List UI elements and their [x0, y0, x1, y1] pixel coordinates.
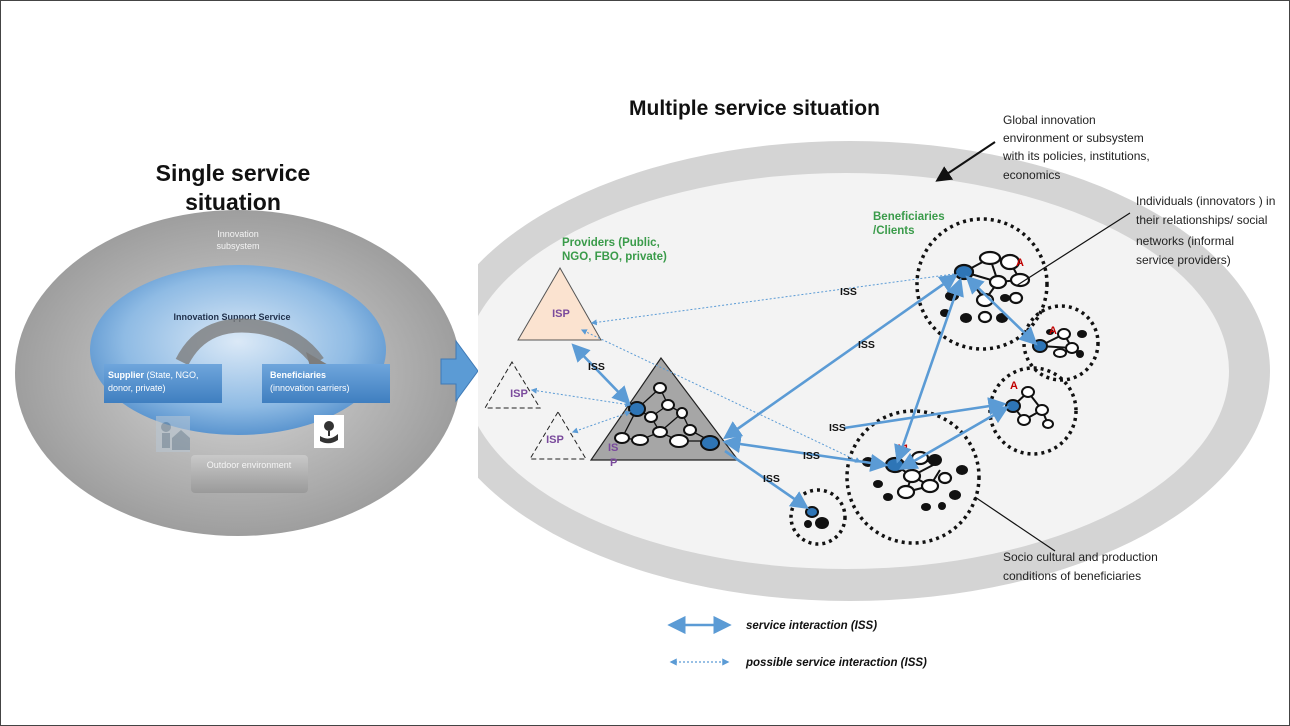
annotation-global: Global innovation environment or subsyst… — [935, 113, 1150, 182]
subsystem-label-line1: Innovation — [217, 229, 259, 239]
legend: service interaction (ISS) possible servi… — [667, 615, 927, 669]
beneficiaries-clients-line1: Beneficiaries — [873, 211, 945, 223]
annotation-individuals-line3: networks (informal — [1136, 234, 1234, 248]
outdoor-environment-label: Outdoor environment — [207, 460, 292, 470]
providers-label-line1: Providers (Public, — [562, 237, 660, 249]
isp-label-dashed-2: ISP — [546, 434, 564, 446]
annotation-individuals-line1: Individuals (innovators ) in — [1136, 194, 1275, 208]
isp-split-label-1: IS — [608, 442, 618, 454]
supplier-text-line2: donor, private) — [108, 383, 166, 393]
beneficiary-cluster-small-right — [1022, 304, 1100, 382]
isp-label-main: ISP — [552, 308, 570, 320]
single-service-panel: Single service situation Innovation subs… — [15, 160, 461, 536]
beneficiaries-box — [262, 364, 390, 403]
annotation-individuals-pointer — [1015, 212, 1131, 287]
isp-label-dashed-1: ISP — [510, 388, 528, 400]
iss-label-top: ISS — [840, 286, 857, 298]
cluster-top-a-label: A — [1016, 257, 1024, 269]
iss-label-bottom: ISS — [763, 473, 780, 485]
subsystem-label-line2: subsystem — [216, 241, 259, 251]
isp-provider-triangle-dashed-2 — [529, 411, 587, 460]
annotation-sociocultural-line1: Socio cultural and production — [1003, 550, 1158, 564]
service-interaction-arrows — [571, 273, 1038, 510]
iss-label-diagonal: ISS — [858, 339, 875, 351]
beneficiary-cluster-small-bottom — [789, 488, 847, 546]
isp-provider-triangle-dashed-1 — [484, 361, 541, 409]
annotation-global-line4: economics — [1003, 168, 1060, 182]
annotation-global-pointer — [935, 141, 996, 182]
support-service-label: Innovation Support Service — [173, 312, 290, 322]
iss-label-center: ISS — [803, 450, 820, 462]
outdoor-environment-box — [191, 455, 308, 493]
single-title-line1: Single service — [156, 160, 311, 186]
annotation-individuals-line2: their relationships/ social — [1136, 213, 1267, 227]
supplier-box — [104, 364, 222, 403]
isp-network-node-blue-1 — [628, 401, 646, 417]
isp-split-label-2: P — [610, 457, 617, 469]
annotation-sociocultural-pointer — [974, 496, 1056, 552]
iss-label-middle: ISS — [829, 422, 846, 434]
multiple-service-panel: Multiple service situation Providers (Pu… — [478, 97, 1270, 601]
support-service-ellipse — [90, 265, 386, 435]
beneficiaries-text-line1: Beneficiaries — [270, 370, 326, 380]
annotation-individuals-line4: service providers) — [1136, 253, 1231, 267]
beneficiaries-text-line2: (innovation carriers) — [270, 383, 350, 393]
cluster-small-a-label: A — [1049, 325, 1057, 337]
legend-dotted-label: possible service interaction (ISS) — [745, 657, 927, 669]
supplier-rest: (State, NGO, — [144, 370, 199, 380]
multiple-title: Multiple service situation — [629, 97, 880, 120]
support-service-curved-arrow — [175, 318, 324, 367]
legend-solid-label: service interaction (ISS) — [746, 620, 877, 632]
supplier-text-line1: Supplier (State, NGO, — [108, 370, 199, 380]
inner-environment-ellipse — [478, 173, 1229, 569]
annotation-individuals: Individuals (innovators ) in their relat… — [1015, 194, 1275, 287]
annotation-sociocultural: Socio cultural and production conditions… — [974, 496, 1158, 583]
isp-provider-triangle-main — [517, 266, 602, 341]
hand-plant-icon — [314, 415, 344, 448]
annotation-global-line2: environment or subsystem — [1003, 131, 1144, 145]
supplier-bold: Supplier — [108, 370, 145, 380]
annotation-global-line1: Global innovation — [1003, 113, 1096, 127]
transition-arrow — [440, 339, 479, 403]
iss-label-provider: ISS — [588, 361, 605, 373]
annotation-global-line3: with its policies, institutions, — [1002, 149, 1150, 163]
providers-label-line2: NGO, FBO, private) — [562, 251, 667, 263]
beneficiaries-clients-line2: /Clients — [873, 225, 915, 237]
isp-network-node-blue-2 — [700, 435, 720, 451]
house-person-icon — [156, 416, 190, 452]
annotation-sociocultural-line2: conditions of beneficiaries — [1003, 569, 1141, 583]
cluster-middle-a-label: A — [1010, 380, 1018, 392]
